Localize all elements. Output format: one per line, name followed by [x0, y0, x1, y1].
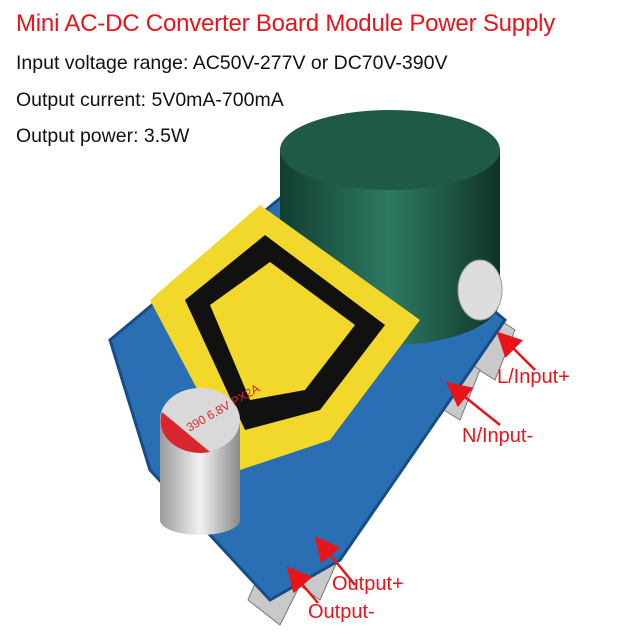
pointer-arrows	[286, 331, 536, 604]
large-capacitor	[280, 110, 503, 345]
spec-output-power: Output power: 3.5W	[16, 125, 190, 147]
label-output-minus: Output-	[308, 601, 375, 623]
product-title: Mini AC-DC Converter Board Module Power …	[16, 10, 556, 37]
spec-output-current: Output current: 5V0mA-700mA	[16, 89, 284, 111]
spec-input-voltage: Input voltage range: AC50V-277V or DC70V…	[16, 52, 448, 74]
label-l-input: L/Input+	[497, 366, 570, 388]
label-output-plus: Output+	[332, 573, 404, 595]
label-n-input: N/Input-	[462, 425, 534, 447]
